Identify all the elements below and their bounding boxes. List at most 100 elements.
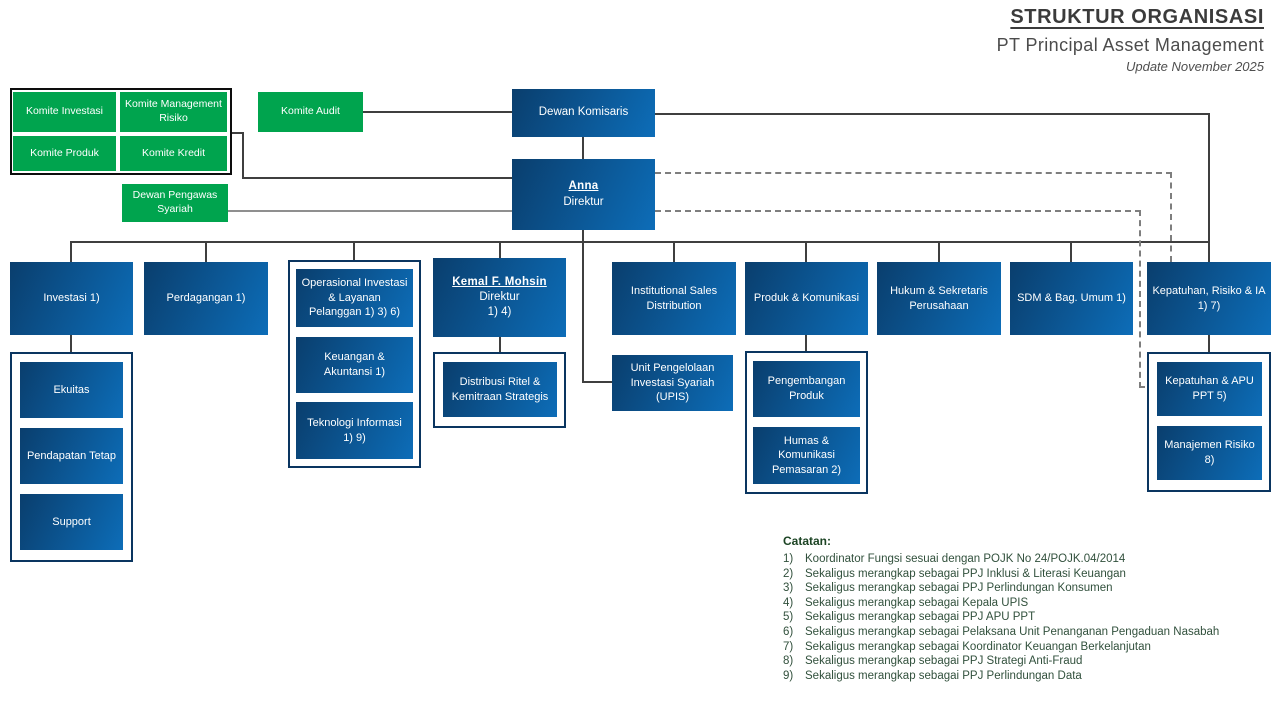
node-kepatuhan-risiko-ia: Kepatuhan, Risiko & IA 1) 7)	[1147, 262, 1271, 335]
person-note: 1) 4)	[487, 306, 512, 319]
catatan-item: 4) Sekaligus merangkap sebagai Kepala UPI…	[783, 596, 1263, 611]
node-label: Keuangan & Akuntansi 1)	[323, 351, 386, 378]
connector-dps-to-direktur	[228, 210, 512, 212]
dashed-direktur-to-kepatuhan-h	[655, 172, 1172, 174]
node-direktur-anna: Anna Direktur	[512, 159, 655, 230]
connector-direktur-to-upis-h	[582, 381, 612, 383]
node-label: Humas & Komunikasi Pemasaran 2)	[771, 434, 842, 476]
node-label: Support	[52, 515, 91, 528]
chart-header: STRUKTUR ORGANISASI PT Principal Asset M…	[997, 6, 1264, 74]
note-number: 5)	[783, 611, 794, 624]
connector-audit-to-komisaris	[363, 111, 512, 113]
node-label: SDM & Bag. Umum 1)	[1017, 292, 1126, 305]
node-label: Investasi 1)	[43, 292, 100, 305]
node-investasi: Investasi 1)	[10, 262, 133, 335]
dashed-direktur-to-apu-h1	[655, 210, 1141, 212]
person-name: Anna	[568, 180, 599, 193]
node-label: Dewan Komisaris	[538, 106, 629, 119]
connector-direktur-to-bus	[582, 230, 584, 243]
person-role: Direktur	[479, 290, 520, 303]
update-note: Update November 2025	[1125, 59, 1264, 74]
note-text: Sekaligus merangkap sebagai PPJ APU PPT	[805, 611, 1036, 624]
node-komite-investasi: Komite Investasi	[13, 92, 116, 132]
company-name: PT Principal Asset Management	[996, 35, 1264, 55]
note-number: 9)	[783, 669, 794, 682]
catatan-item: 3)Sekaligus merangkap sebagai PPJ Perlin…	[783, 581, 1263, 596]
drop-institutional	[673, 242, 675, 262]
connector-investasi-sub	[70, 335, 72, 352]
node-ekuitas: Ekuitas	[20, 362, 123, 418]
node-dewan-komisaris: Dewan Komisaris	[512, 89, 655, 137]
node-label: Kepatuhan, Risiko & IA 1) 7)	[1152, 284, 1266, 312]
node-teknologi-informasi: Teknologi Informasi 1) 9)	[296, 402, 413, 459]
node-support: Support	[20, 494, 123, 550]
catatan-item: 7) Sekaligus merangkap sebagai Koordinato…	[783, 640, 1263, 655]
node-label: Komite Produk	[30, 146, 99, 159]
node-label: Pendapatan Tetap	[26, 449, 117, 462]
node-komite-kredit: Komite Kredit	[120, 136, 227, 171]
catatan-item: 9) Sekaligus merangkap sebagai PPJ Perlin…	[783, 669, 1263, 684]
note-number: 4)	[783, 596, 794, 609]
node-upis: Unit Pengelolaan Investasi Syariah (UPIS…	[612, 355, 733, 411]
node-label: Unit Pengelolaan Investasi Syariah (UPIS…	[630, 362, 715, 404]
note-number: 8)	[783, 655, 794, 668]
note-text: Sekaligus merangkap sebagai PPJ Perlindu…	[805, 669, 1082, 682]
node-operasional-investasi: Operasional Investasi & Layanan Pelangga…	[296, 269, 413, 327]
node-dewan-pengawas-syariah: Dewan Pengawas Syariah	[122, 184, 228, 222]
node-label: Dewan Pengawas Syariah	[132, 189, 218, 215]
drop-operasional	[353, 242, 355, 261]
drop-kemal	[499, 242, 501, 258]
node-institutional-sales: Institutional Sales Distribution	[612, 262, 736, 335]
node-humas-komunikasi: Humas & Komunikasi Pemasaran 2)	[753, 427, 860, 484]
dashed-direktur-to-apu-v	[1139, 210, 1141, 388]
catatan-item: 1)Koordinator Fungsi sesuai dengan POJK …	[783, 552, 1263, 567]
dashed-direktur-to-kepatuhan-v	[1170, 172, 1172, 262]
catatan-item: 6) Sekaligus merangkap sebagai Pelaksana …	[783, 625, 1263, 640]
node-pengembangan-produk: Pengembangan Produk	[753, 361, 860, 417]
catatan-item: 8) Sekaligus merangkap sebagai PPJ Strate…	[783, 654, 1263, 669]
note-number: 7)	[783, 640, 794, 653]
node-label: Manajemen Risiko 8)	[1164, 439, 1255, 466]
connector-bus	[70, 241, 1210, 243]
node-komite-management-risiko: Komite Management Risiko	[120, 92, 227, 132]
note-number: 2)	[783, 567, 794, 580]
connector-produk-sub	[805, 335, 807, 351]
note-text: Sekaligus merangkap sebagai PPJ Inklusi …	[805, 567, 1126, 580]
node-hukum-sekretaris: Hukum & Sekretaris Perusahaan	[877, 262, 1001, 335]
page-title: STRUKTUR ORGANISASI	[1010, 6, 1264, 28]
catatan-item: 5) Sekaligus merangkap sebagai PPJ APU PP…	[783, 610, 1263, 625]
connector-komisaris-to-kepatuhan	[1208, 113, 1210, 262]
note-text: Sekaligus merangkap sebagai PPJ Strategi…	[805, 655, 1083, 668]
node-label: Produk & Komunikasi	[753, 292, 860, 305]
connector-kemal-sub	[499, 337, 501, 352]
person-role: Direktur	[563, 195, 604, 208]
connector-direktur-to-upis-v	[582, 242, 584, 383]
node-label: Ekuitas	[53, 383, 90, 396]
drop-sdm	[1070, 242, 1072, 262]
node-label: Pengembangan Produk	[767, 375, 846, 402]
catatan-heading: Catatan:	[783, 534, 832, 548]
node-produk-komunikasi: Produk & Komunikasi	[745, 262, 868, 335]
node-label: Komite Investasi	[25, 105, 104, 118]
note-text: Sekaligus merangkap sebagai PPJ Perlindu…	[805, 582, 1113, 595]
node-manajemen-risiko: Manajemen Risiko 8)	[1157, 426, 1262, 480]
note-text: Sekaligus merangkap sebagai Kepala UPIS	[805, 596, 1029, 609]
node-label: Teknologi Informasi 1) 9)	[307, 416, 402, 444]
note-text: Sekaligus merangkap sebagai Pelaksana Un…	[805, 625, 1220, 638]
node-keuangan-akuntansi: Keuangan & Akuntansi 1)	[296, 337, 413, 393]
connector-komite-elbow-h1	[232, 132, 244, 134]
connector-kepatuhan-sub	[1208, 335, 1210, 352]
node-label: Komite Kredit	[141, 146, 206, 159]
note-text: Koordinator Fungsi sesuai dengan POJK No…	[805, 553, 1126, 565]
connector-komisaris-right	[655, 113, 1210, 115]
catatan-block: Catatan: 1)Koordinator Fungsi sesuai den…	[783, 534, 1263, 683]
node-label: Kepatuhan & APU PPT 5)	[1165, 375, 1254, 402]
node-label: Institutional Sales Distribution	[630, 284, 718, 312]
node-label: Komite Audit	[281, 105, 340, 118]
drop-produk	[805, 242, 807, 262]
note-text: Sekaligus merangkap sebagai Koordinator …	[805, 640, 1151, 653]
node-komite-audit: Komite Audit	[258, 92, 363, 132]
note-number: 6)	[783, 625, 794, 638]
connector-komite-elbow-v	[242, 132, 244, 179]
person-name: Kemal F. Mohsin	[452, 275, 547, 288]
